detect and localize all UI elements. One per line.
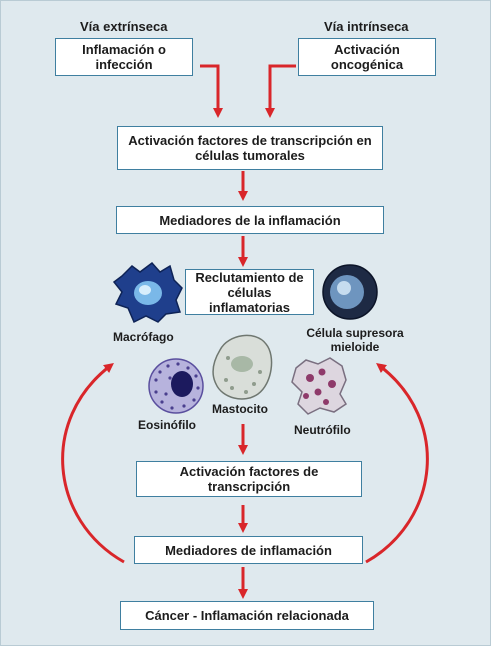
box-inflammation-infection: Inflamación o infección xyxy=(55,38,193,76)
box-transcription-activation: Activación factores de transcripción xyxy=(136,461,362,497)
eosinophil-icon xyxy=(148,358,204,414)
label-eosinophil: Eosinófilo xyxy=(138,418,196,432)
box-mediators-top: Mediadores de la inflamación xyxy=(116,206,384,234)
feedback-arc-left xyxy=(61,362,125,564)
label-mast-cell: Mastocito xyxy=(212,402,269,416)
label-neutrophil: Neutrófilo xyxy=(294,423,351,437)
box-cancer-inflammation: Cáncer - Inflamación relacionada xyxy=(120,601,374,630)
feedback-arc-right xyxy=(365,362,429,564)
header-intrinsic: Vía intrínseca xyxy=(324,19,409,34)
neutrophil-icon xyxy=(291,357,348,415)
box-mediators-bottom: Mediadores de inflamación xyxy=(134,536,363,564)
myeloid-suppressor-icon xyxy=(322,264,378,320)
macrophage-icon xyxy=(112,261,183,324)
header-extrinsic: Vía extrínseca xyxy=(80,19,168,34)
box-oncogenic-activation: Activación oncogénica xyxy=(298,38,436,76)
box-tumor-transcription: Activación factores de transcripción en … xyxy=(117,126,383,170)
box-recruitment: Reclutamiento de células inflamatorias xyxy=(185,269,314,315)
mast-cell-icon xyxy=(212,334,273,400)
arrow-extrinsic xyxy=(200,64,223,118)
arrow-intrinsic xyxy=(265,64,296,118)
label-macrophage: Macrófago xyxy=(113,330,174,344)
label-myeloid-suppressor: Célula supresora mieloide xyxy=(306,326,404,354)
